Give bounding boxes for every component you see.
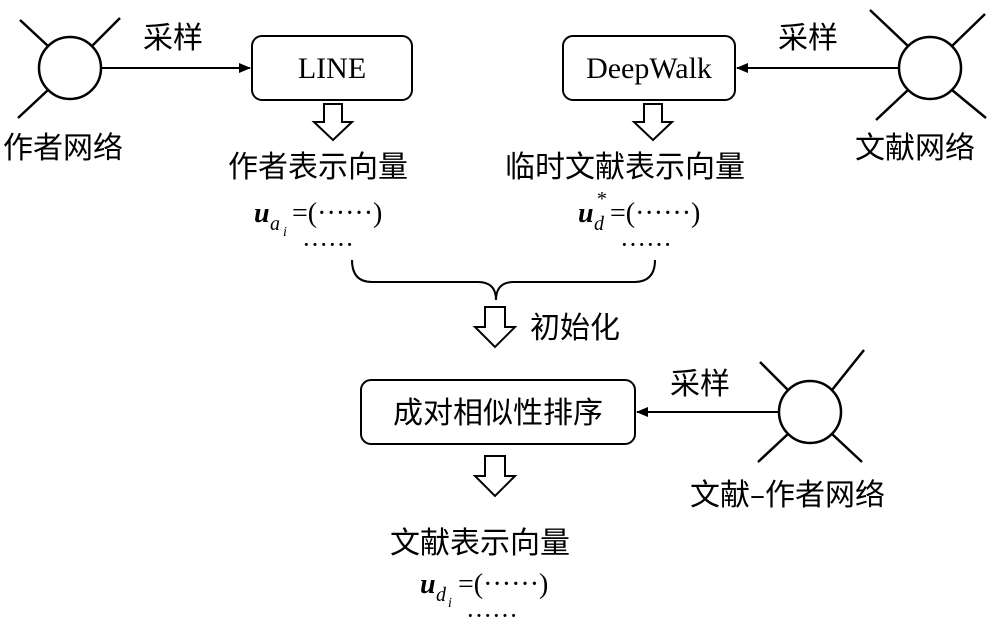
lit-repr-label: 文献表示向量 — [390, 526, 570, 561]
lit-vector-ellipsis: ······ — [466, 601, 518, 630]
temp-lit-vector-formula: u * d =(······) — [578, 188, 700, 235]
formula-sub-i: i — [283, 225, 287, 240]
formula-u: u — [578, 198, 594, 229]
init-label: 初始化 — [530, 311, 620, 346]
formula-sub-a: a — [270, 213, 280, 235]
line-box — [251, 35, 413, 101]
author-vector-ellipsis: ······ — [302, 230, 354, 259]
literature-network-node — [869, 9, 987, 121]
formula-u: u — [254, 198, 270, 229]
deepwalk-box — [562, 35, 736, 101]
hollow-down-arrow-icon — [472, 455, 518, 498]
author-repr-label: 作者表示向量 — [228, 150, 408, 185]
author-network-label: 作者网络 — [3, 131, 123, 166]
merge-brace — [351, 259, 656, 301]
lit-author-network-node — [757, 349, 865, 463]
temp-lit-repr-label: 临时文献表示向量 — [505, 150, 745, 185]
sampling-label-bottom: 采样 — [670, 367, 730, 402]
literature-network-circle-icon — [897, 35, 963, 101]
temp-lit-vector-ellipsis: ······ — [620, 230, 672, 259]
lit-vector-formula: u d i =(······) — [420, 569, 548, 611]
formula-eq-tail: =(······) — [610, 198, 700, 229]
sampling-label-right: 采样 — [778, 21, 838, 56]
formula-star: * — [596, 188, 606, 210]
formula-sub-i: i — [448, 596, 452, 611]
ranking-box-label: 成对相似性排序 — [393, 396, 603, 431]
formula-u: u — [420, 569, 436, 600]
deepwalk-box-label: DeepWalk — [586, 52, 712, 85]
hollow-down-arrow-icon — [631, 103, 675, 142]
ranking-box — [360, 379, 636, 445]
author-vector-formula: u a i =(······) — [254, 198, 382, 240]
formula-sub-d: d — [594, 213, 605, 235]
sampling-label-left: 采样 — [143, 21, 203, 56]
lit-author-network-circle-icon — [777, 379, 843, 445]
author-network-circle-icon — [37, 35, 103, 101]
hollow-down-arrow-icon — [311, 103, 355, 142]
hollow-down-arrow-icon — [472, 306, 518, 349]
line-box-label: LINE — [298, 52, 366, 85]
formula-sub-d: d — [436, 584, 447, 606]
literature-network-label: 文献网络 — [855, 131, 975, 166]
formula-eq-tail: =(······) — [292, 198, 382, 229]
lit-author-network-label: 文献–作者网络 — [690, 478, 885, 513]
formula-eq-tail: =(······) — [458, 569, 548, 600]
